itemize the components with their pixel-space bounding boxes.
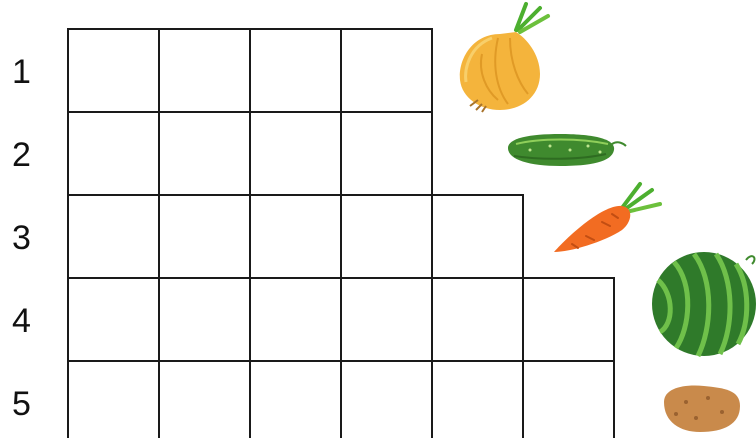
potato-icon: [664, 386, 740, 432]
grid-cell-r1-c3: [250, 29, 341, 112]
row-label-1: 1: [12, 53, 31, 91]
row-label-4: 4: [12, 302, 31, 340]
grid-cell-r5-c6: [523, 361, 614, 438]
grid-cell-r1-c1: [68, 29, 159, 112]
cucumber-icon: [508, 134, 626, 166]
grid-cell-r2-c1: [68, 112, 159, 195]
grid-cell-r5-c1: [68, 361, 159, 438]
row-label-2: 2: [12, 136, 31, 174]
grid-cell-r5-c4: [341, 361, 432, 438]
grid-cell-r2-c2: [159, 112, 250, 195]
row-label-3: 3: [12, 219, 31, 257]
grid-cell-r4-c2: [159, 278, 250, 361]
grid-cell-r5-c3: [250, 361, 341, 438]
grid-cell-r5-c5: [432, 361, 523, 438]
row-label-5: 5: [12, 385, 31, 423]
grid-cell-r4-c1: [68, 278, 159, 361]
grid-cell-r5-c2: [159, 361, 250, 438]
grid-cell-r3-c5: [432, 195, 523, 278]
grid-cell-r4-c4: [341, 278, 432, 361]
grid-cell-r3-c4: [341, 195, 432, 278]
grid-cell-r2-c4: [341, 112, 432, 195]
grid-cell-r3-c3: [250, 195, 341, 278]
grid-cell-r2-c3: [250, 112, 341, 195]
watermelon-icon: [652, 252, 756, 356]
carrot-icon: [554, 184, 660, 252]
onion-icon: [460, 4, 548, 112]
row-labels: 1 2 3 4 5: [12, 53, 31, 423]
grid-cell-r3-c1: [68, 195, 159, 278]
grid-cell-r4-c5: [432, 278, 523, 361]
grid-cell-r4-c6: [523, 278, 614, 361]
grid-cell-r3-c2: [159, 195, 250, 278]
grid-cell-r4-c3: [250, 278, 341, 361]
grid-cell-r1-c2: [159, 29, 250, 112]
grid-cell-r1-c4: [341, 29, 432, 112]
